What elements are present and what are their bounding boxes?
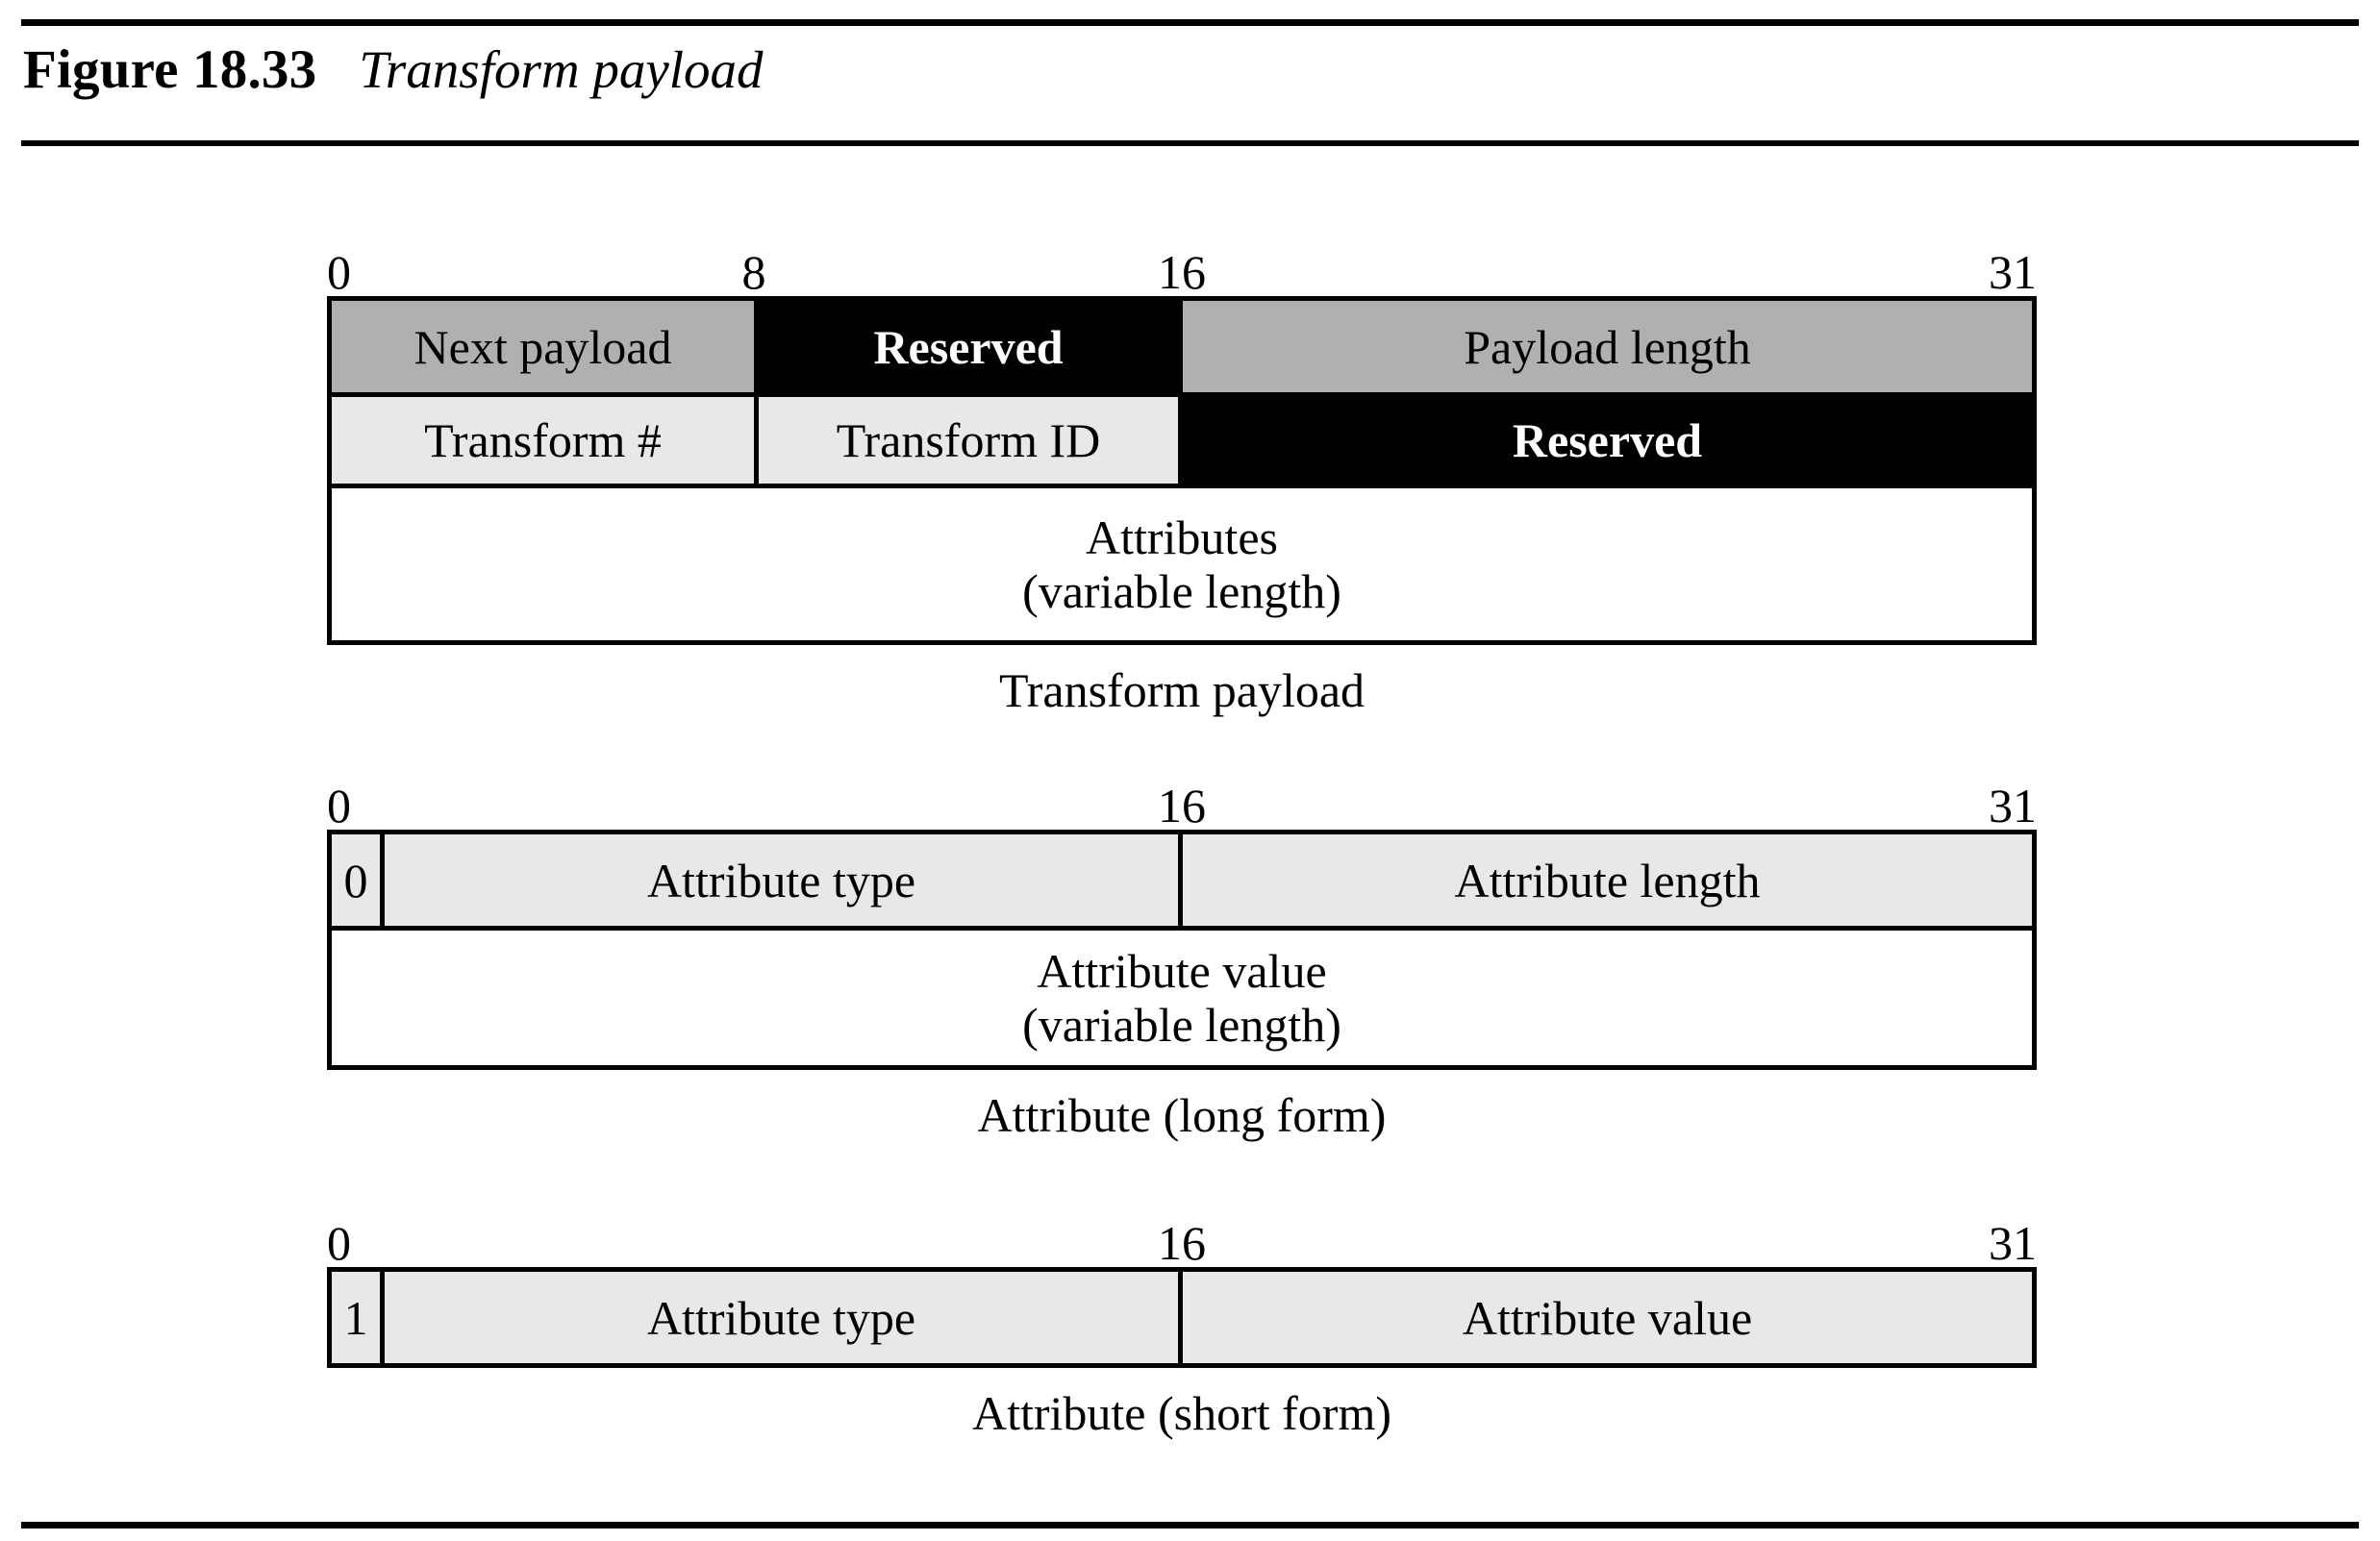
field-attribute-value: Attribute value bbox=[1178, 1272, 2032, 1363]
bit-tick-0: 0 bbox=[327, 779, 351, 833]
diagram-attribute-short-form: 0 16 31 1 Attribute type Attribute value… bbox=[327, 1213, 2037, 1437]
packet-row: 0 Attribute type Attribute length bbox=[332, 834, 2032, 926]
packet-row: 1 Attribute type Attribute value bbox=[332, 1272, 2032, 1363]
top-divider-rule bbox=[21, 19, 2359, 26]
bit-tick-0: 0 bbox=[327, 245, 351, 299]
bit-tick-31: 31 bbox=[1989, 779, 2037, 833]
field-attribute-type: Attribute type bbox=[380, 1272, 1178, 1363]
packet-frame-transform-payload: Next payload Reserved Payload length Tra… bbox=[327, 296, 2037, 645]
field-attributes: Attributes (variable length) bbox=[332, 488, 2032, 640]
bit-tick-0: 0 bbox=[327, 1216, 351, 1270]
field-next-payload: Next payload bbox=[332, 301, 754, 392]
field-reserved-2: Reserved bbox=[1178, 397, 2032, 484]
figure-title: Transform payload bbox=[359, 40, 764, 99]
bit-ruler-attribute-long-form: 0 16 31 bbox=[327, 776, 2037, 830]
bit-tick-16: 16 bbox=[1158, 1216, 1206, 1270]
packet-row: Next payload Reserved Payload length bbox=[332, 301, 2032, 392]
packet-row: Transform # Transform ID Reserved bbox=[332, 392, 2032, 484]
packet-frame-attribute-long-form: 0 Attribute type Attribute length Attrib… bbox=[327, 830, 2037, 1070]
header-divider-rule bbox=[21, 140, 2359, 146]
bit-tick-8: 8 bbox=[741, 245, 766, 299]
figure-heading: Figure 18.33 Transform payload bbox=[23, 42, 764, 97]
diagram-attribute-long-form: 0 16 31 0 Attribute type Attribute lengt… bbox=[327, 776, 2037, 1139]
packet-row: Attributes (variable length) bbox=[332, 484, 2032, 640]
diagram-transform-payload: 0 8 16 31 Next payload Reserved Payload … bbox=[327, 242, 2037, 714]
field-transform-number: Transform # bbox=[332, 397, 754, 484]
field-attribute-length: Attribute length bbox=[1178, 834, 2032, 926]
block-caption-attribute-short-form: Attribute (short form) bbox=[971, 1386, 1391, 1440]
bit-tick-16: 16 bbox=[1158, 779, 1206, 833]
packet-frame-attribute-short-form: 1 Attribute type Attribute value bbox=[327, 1267, 2037, 1368]
figure-number: Figure 18.33 bbox=[23, 39, 317, 100]
bit-tick-31: 31 bbox=[1989, 1216, 2037, 1270]
bit-tick-16: 16 bbox=[1158, 245, 1206, 299]
field-attribute-type: Attribute type bbox=[380, 834, 1178, 926]
field-attribute-value-variable: Attribute value (variable length) bbox=[332, 931, 2032, 1065]
field-af-bit-flag-zero: 0 bbox=[332, 834, 380, 926]
field-payload-length: Payload length bbox=[1178, 301, 2032, 392]
bit-ruler-transform-payload: 0 8 16 31 bbox=[327, 242, 2037, 296]
packet-row: Attribute value (variable length) bbox=[332, 926, 2032, 1065]
bit-ruler-attribute-short-form: 0 16 31 bbox=[327, 1213, 2037, 1267]
bit-tick-31: 31 bbox=[1989, 245, 2037, 299]
field-af-bit-flag-one: 1 bbox=[332, 1272, 380, 1363]
field-transform-id: Transform ID bbox=[754, 397, 1178, 484]
field-reserved-1: Reserved bbox=[754, 301, 1178, 392]
bottom-divider-rule bbox=[21, 1522, 2359, 1529]
block-caption-attribute-long-form: Attribute (long form) bbox=[977, 1088, 1387, 1142]
block-caption-transform-payload: Transform payload bbox=[998, 663, 1365, 717]
